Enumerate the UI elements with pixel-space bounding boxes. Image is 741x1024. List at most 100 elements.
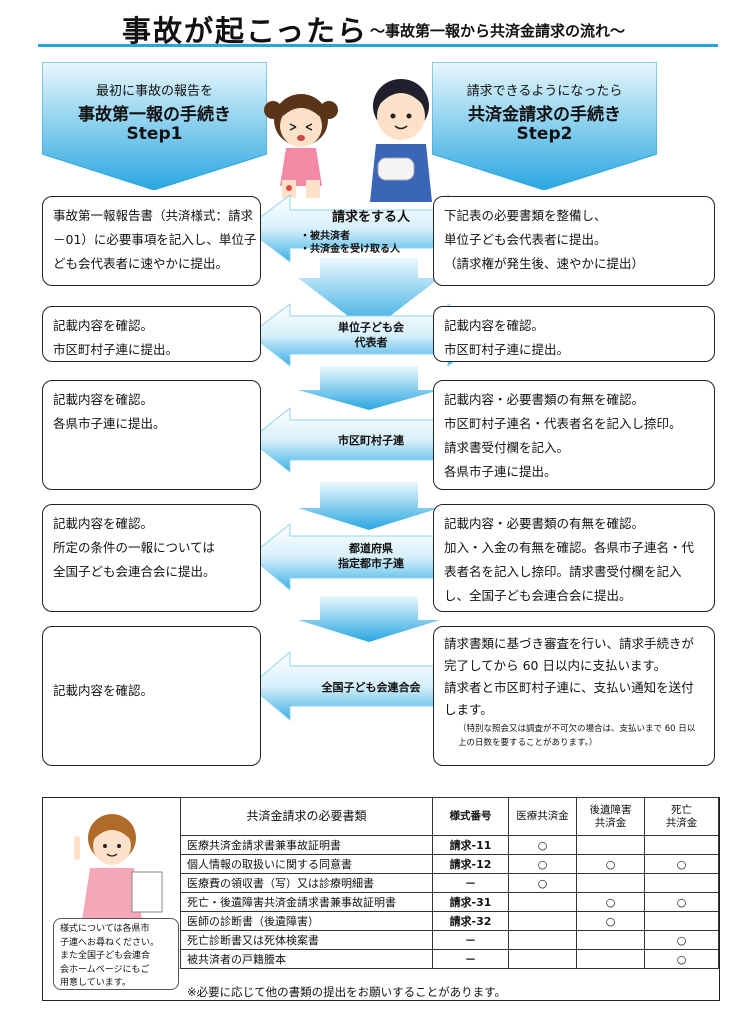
doc-death: ○ [644,949,719,969]
doc-form: 請求-11 [432,835,509,855]
doc-name: 死亡・後遺障害共済金請求書兼事故証明書 [180,892,433,912]
required-documents-table: 共済金請求の必要書類 様式番号 医療共済金 後遺障害 共済金 死亡 共済金 医療… [180,797,719,969]
row1-right-line: （請求権が発生後、速やかに提出） [444,256,645,271]
row4-right-line: 加入・入金の有無を確認。各県市子連名・代 [444,540,695,555]
row4-left-line: 記載内容を確認。 [53,516,154,531]
row2-right-box: 記載内容を確認。 市区町村子連に提出。 [433,306,715,362]
table-row: 死亡診断書又は死体検案書 － ○ [180,930,719,950]
doc-medical [508,949,577,969]
table-row: 医療費の領収書（写）又は診療明細書 － ○ [180,873,719,893]
down-arrow-4 [298,596,440,642]
row3-right-box: 記載内容・必要書類の有無を確認。 市区町村子連名・代表者名を記入し捺印。 請求書… [433,380,715,490]
row4-right-line: 表者名を記入し捺印。請求書受付欄を記入 [444,564,682,579]
row1-right-box: 下記表の必要書類を整備し、 単位子ども会代表者に提出。 （請求権が発生後、速やか… [433,196,715,286]
header-rule [38,44,718,47]
table-row: 医師の診断書（後遺障害） 請求-32 ○ [180,911,719,931]
row4-center-label: 都道府県 指定都市子連 [280,541,462,571]
doc-disability: ○ [576,854,645,874]
row2-left-line: 市区町村子連に提出。 [53,342,179,357]
step2-banner: 請求できるようになったら 共済金請求の手続き Step2 [432,62,657,190]
row5-right-line: 完了してから 60 日以内に支払います。 [444,658,667,673]
table-row: 医療共済金請求書兼事故証明書 請求-11 ○ [180,835,719,855]
row2-center-line: 代表者 [354,336,388,349]
row2-right-line: 記載内容を確認。 [444,318,545,333]
row2-left-line: 記載内容を確認。 [53,318,154,333]
side-note: 様式については各県市 子連へお尋ねください。 また全国子ども会連合 会ホームペー… [53,918,179,990]
page-title: 事故が起こったら [122,14,368,48]
doc-form: － [432,873,509,893]
down-arrow-2 [298,366,440,410]
doc-medical: ○ [508,835,577,855]
step2-line3: Step2 [516,124,573,144]
doc-death [644,911,719,931]
header-medical: 医療共済金 [508,797,577,836]
row1-center-item: ・共済金を受け取る人 [300,244,400,255]
row3-right-line: 各県市子連に提出。 [444,464,557,479]
row4-right-line: 記載内容・必要書類の有無を確認。 [444,516,645,531]
row2-center-label: 単位子ども会 代表者 [280,320,462,350]
row5-center-label: 全国子ども会連合会 [280,680,462,695]
row3-left-box: 記載内容を確認。 各県市子連に提出。 [42,380,261,490]
row1-center-title: 請求をする人 [331,210,410,225]
row4-right-line: し、全国子ども会連合会に提出。 [444,588,632,603]
side-note-line: また全国子ども会連合 [60,951,151,961]
doc-form: － [432,930,509,950]
doc-death: ○ [644,854,719,874]
doc-medical [508,911,577,931]
doc-death: ○ [644,892,719,912]
doc-name: 被共済者の戸籍謄本 [180,949,433,969]
doc-medical [508,930,577,950]
row1-right-line: 単位子ども会代表者に提出。 [444,232,607,247]
injured-boy-illustration [370,79,432,202]
row5-right-line: します。 [444,702,493,717]
row3-left-line: 記載内容を確認。 [53,392,154,407]
header-doc-name: 共済金請求の必要書類 [180,797,433,836]
page-subtitle: ～事故第一報から共済金請求の流れ～ [370,22,626,40]
side-note-line: 様式については各県市 [60,924,150,934]
row1-center-items: ・被共済者 ・共済金を受け取る人 [300,230,400,256]
row3-right-line: 市区町村子連名・代表者名を記入し捺印。 [444,416,682,431]
step1-line2: 事故第一報の手続き [78,105,231,125]
row3-right-line: 記載内容・必要書類の有無を確認。 [444,392,645,407]
doc-disability: ○ [576,892,645,912]
doc-form: 請求-31 [432,892,509,912]
header-death: 死亡 共済金 [644,797,719,836]
doc-name: 医師の診断書（後遺障害） [180,911,433,931]
doc-death: ○ [644,930,719,950]
row2-left-box: 記載内容を確認。 市区町村子連に提出。 [42,306,261,362]
row4-left-box: 記載内容を確認。 所定の条件の一報については 全国子ども会連合会に提出。 [42,504,261,612]
doc-name: 医療共済金請求書兼事故証明書 [180,835,433,855]
table-footnote: ※必要に応じて他の書類の提出をお願いすることがあります。 [187,985,506,999]
row5-center-line: 全国子ども会連合会 [321,681,421,694]
doc-form: － [432,949,509,969]
table-row: 死亡・後遺障害共済金請求書兼事故証明書 請求-31 ○ ○ [180,892,719,912]
row3-left-line: 各県市子連に提出。 [53,416,166,431]
step1-banner-shape [42,62,267,190]
step1-line3: Step1 [126,124,183,144]
step2-banner-shape [432,62,657,190]
doc-medical: ○ [508,854,577,874]
row4-right-box: 記載内容・必要書類の有無を確認。 加入・入金の有無を確認。各県市子連名・代 表者… [433,504,715,612]
row1-right-line: 下記表の必要書類を整備し、 [444,208,607,223]
row3-center-label: 市区町村子連 [280,433,462,448]
row4-center-line: 指定都市子連 [338,557,404,570]
row1-left-box: 事故第一報報告書（共済様式：請求 －01）に必要事項を記入し、単位子 ども会代表… [42,196,261,286]
crying-girl-illustration [264,94,338,198]
row4-center-line: 都道府県 [349,542,393,555]
doc-medical [508,892,577,912]
row5-right-line: 請求書類に基づき審査を行い、請求手続きが [444,636,695,651]
table-row: 被共済者の戸籍謄本 － ○ [180,949,719,969]
staff-woman-illustration [74,814,163,920]
row3-right-line: 請求書受付欄を記入。 [444,440,570,455]
row5-right-line: 請求者と市区町村子連に、支払い通知を送付 [444,680,694,695]
doc-disability [576,835,645,855]
row1-left-line: 事故第一報報告書（共済様式：請求 [53,208,254,223]
doc-death [644,835,719,855]
step1-banner: 最初に事故の報告を 事故第一報の手続き Step1 [42,62,267,190]
doc-name: 医療費の領収書（写）又は診療明細書 [180,873,433,893]
doc-disability [576,949,645,969]
row2-right-line: 市区町村子連に提出。 [444,342,570,357]
down-arrow-3 [298,482,440,530]
row5-right-note: 上の日数を要することがあります。） [458,738,598,748]
row1-left-line: ども会代表者に速やかに提出。 [53,256,229,271]
